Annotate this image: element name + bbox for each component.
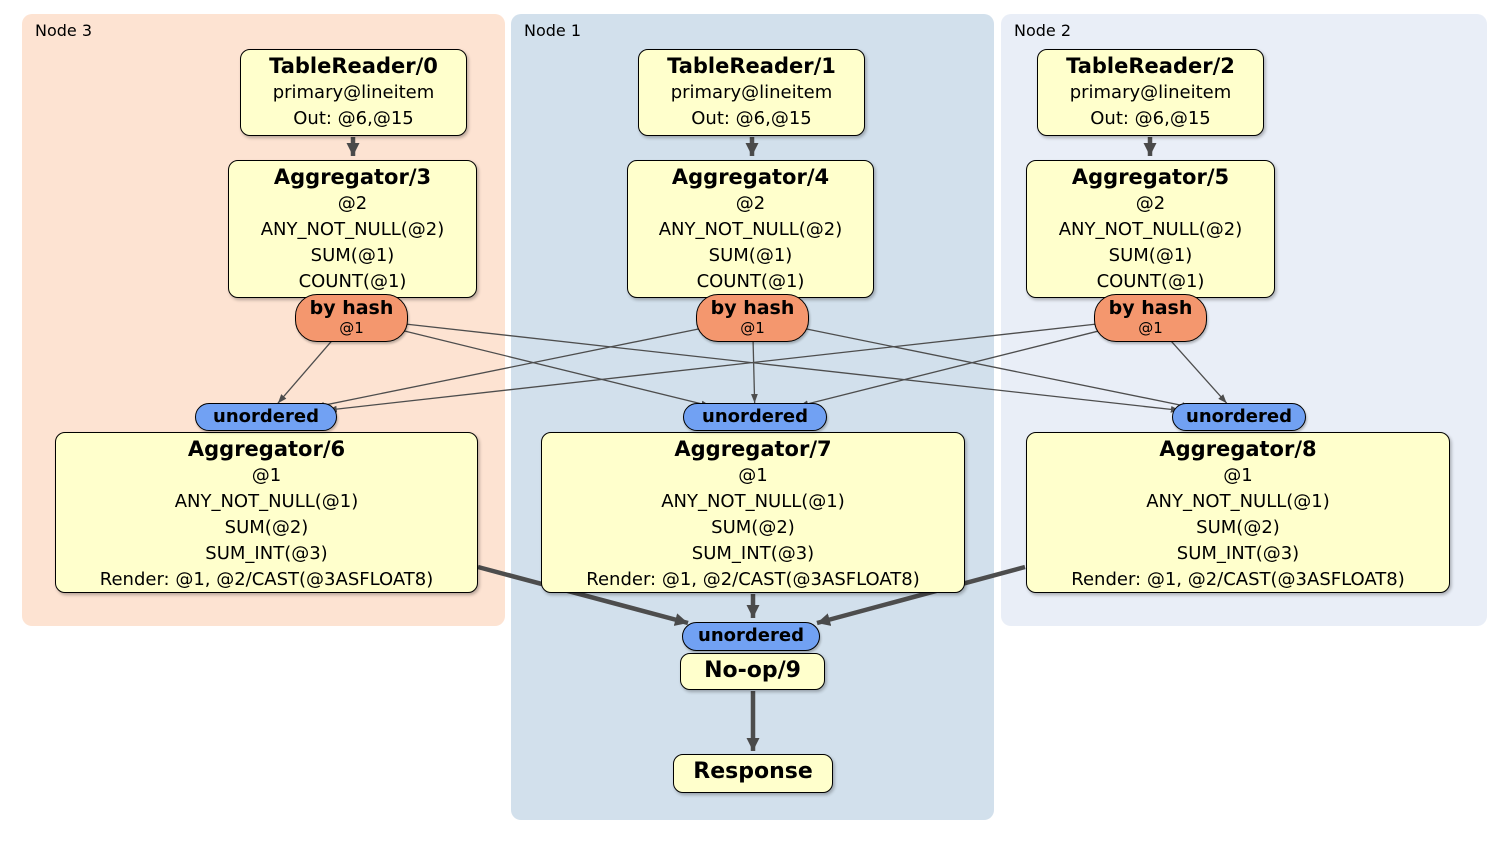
router-detail: @1 bbox=[339, 319, 364, 337]
processor-detail-line: COUNT(@1) bbox=[696, 271, 805, 292]
processor-detail-line: SUM(@2) bbox=[224, 517, 309, 538]
processor-title: TableReader/1 bbox=[667, 54, 836, 78]
router-by-hash-4: by hash @1 bbox=[696, 294, 809, 342]
processor-noop-9: No-op/9 bbox=[680, 653, 825, 690]
router-by-hash-3: by hash @1 bbox=[295, 294, 408, 342]
processor-title: Aggregator/3 bbox=[273, 165, 432, 189]
router-label: by hash bbox=[710, 297, 795, 319]
processor-aggregator-4: Aggregator/4 @2 ANY_NOT_NULL(@2) SUM(@1)… bbox=[627, 160, 874, 298]
processor-detail-line: ANY_NOT_NULL(@1) bbox=[174, 491, 359, 512]
processor-detail-line: SUM_INT(@3) bbox=[205, 543, 328, 564]
router-detail: @1 bbox=[740, 319, 765, 337]
processor-detail-line: @1 bbox=[1223, 465, 1253, 486]
processor-detail-line: ANY_NOT_NULL(@1) bbox=[661, 491, 845, 512]
processor-title: Response bbox=[693, 759, 813, 784]
edge bbox=[816, 564, 1026, 626]
processor-detail-line: Out: @6,@15 bbox=[691, 108, 812, 129]
processor-tablereader-0: TableReader/0 primary@lineitem Out: @6,@… bbox=[240, 49, 467, 136]
sync-unordered-node2: unordered bbox=[1172, 403, 1306, 431]
processor-detail-line: @2 bbox=[735, 193, 766, 214]
processor-detail-line: COUNT(@1) bbox=[298, 271, 407, 292]
sync-label: unordered bbox=[698, 625, 804, 646]
processor-detail-line: Render: @1, @2/CAST(@3ASFLOAT8) bbox=[1071, 569, 1405, 590]
processor-title: Aggregator/6 bbox=[187, 437, 346, 461]
processor-detail-line: @2 bbox=[337, 193, 368, 214]
processor-detail-line: primary@lineitem bbox=[272, 82, 435, 103]
edge bbox=[327, 323, 1096, 413]
processor-detail-line: Out: @6,@15 bbox=[293, 108, 414, 129]
router-label: by hash bbox=[1108, 297, 1193, 319]
processor-title: TableReader/2 bbox=[1066, 54, 1235, 78]
panel-node3-label: Node 3 bbox=[35, 21, 93, 40]
processor-title: Aggregator/7 bbox=[674, 437, 832, 461]
processor-detail-line: SUM_INT(@3) bbox=[691, 543, 815, 564]
sync-unordered-final: unordered bbox=[682, 622, 820, 651]
edge bbox=[315, 327, 702, 409]
router-by-hash-5: by hash @1 bbox=[1094, 294, 1207, 342]
processor-detail-line: Render: @1, @2/CAST(@3ASFLOAT8) bbox=[99, 569, 434, 590]
processor-title: TableReader/0 bbox=[269, 54, 438, 78]
processor-aggregator-8: Aggregator/8 @1 ANY_NOT_NULL(@1) SUM(@2)… bbox=[1026, 432, 1450, 593]
processor-title: No-op/9 bbox=[704, 658, 801, 683]
edge-group bbox=[277, 137, 1228, 751]
processor-detail-line: SUM(@1) bbox=[1108, 245, 1193, 266]
processor-tablereader-1: TableReader/1 primary@lineitem Out: @6,@… bbox=[638, 49, 865, 136]
edge bbox=[799, 329, 1102, 408]
processor-detail-line: primary@lineitem bbox=[670, 82, 833, 103]
processor-aggregator-6: Aggregator/6 @1 ANY_NOT_NULL(@1) SUM(@2)… bbox=[55, 432, 478, 593]
edge bbox=[803, 327, 1192, 409]
processor-detail-line: ANY_NOT_NULL(@1) bbox=[1146, 491, 1330, 512]
router-label: by hash bbox=[309, 297, 394, 319]
processor-aggregator-5: Aggregator/5 @2 ANY_NOT_NULL(@2) SUM(@1)… bbox=[1026, 160, 1275, 298]
processor-detail-line: Out: @6,@15 bbox=[1090, 108, 1211, 129]
processor-title: Aggregator/8 bbox=[1159, 437, 1317, 461]
processor-detail-line: Render: @1, @2/CAST(@3ASFLOAT8) bbox=[586, 569, 920, 590]
processor-detail-line: @1 bbox=[251, 465, 282, 486]
processor-detail-line: @2 bbox=[1135, 193, 1166, 214]
processor-aggregator-3: Aggregator/3 @2 ANY_NOT_NULL(@2) SUM(@1)… bbox=[228, 160, 477, 298]
processor-detail-line: SUM(@1) bbox=[310, 245, 395, 266]
edge bbox=[1170, 340, 1228, 404]
processor-detail-line: ANY_NOT_NULL(@2) bbox=[658, 219, 843, 240]
edge bbox=[751, 341, 758, 404]
processor-detail-line: SUM(@1) bbox=[708, 245, 793, 266]
edge bbox=[477, 564, 689, 626]
processor-title: Aggregator/5 bbox=[1071, 165, 1230, 189]
processor-detail-line: primary@lineitem bbox=[1069, 82, 1232, 103]
processor-tablereader-2: TableReader/2 primary@lineitem Out: @6,@… bbox=[1037, 49, 1264, 136]
processor-detail-line: ANY_NOT_NULL(@2) bbox=[1058, 219, 1243, 240]
sync-unordered-node3: unordered bbox=[195, 403, 337, 431]
router-detail: @1 bbox=[1138, 319, 1163, 337]
sync-label: unordered bbox=[702, 406, 808, 427]
processor-detail-line: SUM(@2) bbox=[711, 517, 795, 538]
processor-detail-line: SUM(@2) bbox=[1196, 517, 1280, 538]
processor-detail-line: @1 bbox=[738, 465, 768, 486]
processor-detail-line: COUNT(@1) bbox=[1096, 271, 1205, 292]
panel-node1-label: Node 1 bbox=[524, 21, 582, 40]
edge bbox=[277, 340, 333, 404]
processor-detail-line: SUM_INT(@3) bbox=[1176, 543, 1300, 564]
processor-title: Aggregator/4 bbox=[671, 165, 830, 189]
sync-label: unordered bbox=[1186, 406, 1292, 427]
processor-response: Response bbox=[673, 754, 833, 793]
sync-label: unordered bbox=[213, 406, 319, 427]
processor-aggregator-7: Aggregator/7 @1 ANY_NOT_NULL(@1) SUM(@2)… bbox=[541, 432, 965, 593]
edge bbox=[400, 329, 711, 408]
sync-unordered-node1: unordered bbox=[683, 403, 827, 431]
edge bbox=[406, 323, 1180, 413]
panel-node2-label: Node 2 bbox=[1014, 21, 1072, 40]
processor-detail-line: ANY_NOT_NULL(@2) bbox=[260, 219, 445, 240]
